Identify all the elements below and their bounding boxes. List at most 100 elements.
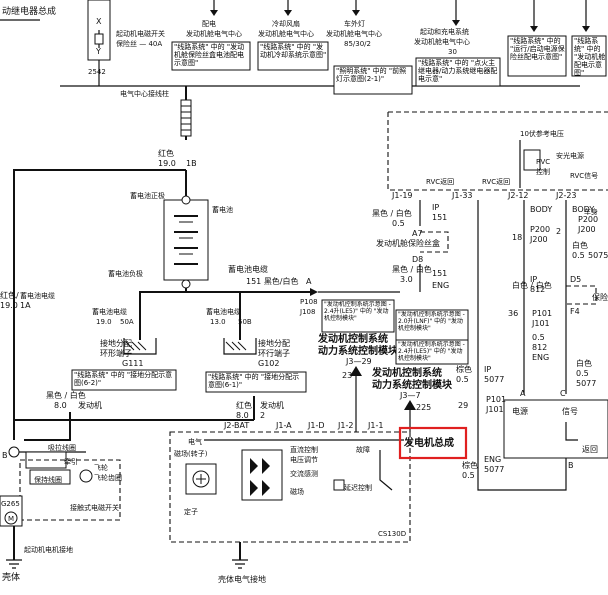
battery-wire-size: 19.0 — [158, 159, 176, 168]
bcm-eng2: ENG — [532, 353, 549, 362]
bcm-j101: J101 — [531, 319, 550, 328]
bcm-col2: 白色 / 白色 — [512, 280, 552, 290]
gen-model: CS130D — [378, 530, 406, 538]
left-edge-size: 19.0 — [0, 301, 18, 310]
svg-text:蓄电池电缆: 蓄电池电缆 — [92, 307, 127, 316]
motor-icon — [4, 511, 18, 525]
ecm-pin2-arrow — [404, 400, 416, 410]
top-ref-1-note: "线路系统" 中的 "发动机舱保险丝盒电池配电示意图" — [174, 43, 245, 67]
sensor-bottom-eng: ENG — [484, 455, 501, 464]
bcm-voltage: 10伏参考电压 — [520, 129, 564, 138]
sensor-size: 0.5 — [456, 375, 469, 384]
svg-text:牵引: 牵引 — [64, 457, 78, 466]
bcm-size3: 0.5 — [576, 369, 589, 378]
bcm-n36: 36 — [508, 309, 518, 318]
svg-text:接地分配: 接地分配 — [100, 338, 132, 348]
bcm-rvc-signal: RVC信号 — [570, 171, 598, 180]
starter-solenoid: 吸拉线圈 牵引 保持线圈 飞轮 飞轮齿圈 接触式电磁开关 — [19, 443, 122, 521]
sensor-box — [503, 399, 608, 459]
ecm-ref2: "发动机控制系统示意图 - 2.0升(LNF)" 中的 "发动机控制模块" — [398, 311, 465, 332]
bcm-f4: F4 — [570, 307, 580, 316]
bcm-n2: 2 — [556, 227, 561, 236]
neg-bus-mid — [200, 291, 241, 312]
top-ref-1: 配电 发动机舱电气中心 "线路系统" 中的 "发动机舱保险丝盒电池配电示意图" — [171, 0, 251, 71]
bcm-size1: 0.5 — [572, 251, 585, 260]
ecm-rvc-return1: RVC返回 — [426, 178, 454, 186]
ecm-ref-box2 — [395, 309, 469, 341]
gen-rectifier — [241, 449, 283, 501]
ecm-left-dash — [387, 112, 608, 191]
gen-j2-bat: J2-BAT — [223, 421, 249, 430]
ground-left: 蓄电池电缆 19.0 50A 接地分配 环形端子 G111 "线路系统" 中的 … — [71, 307, 177, 391]
gen-extend-box — [333, 479, 345, 491]
bcm-p101: P101 — [532, 309, 552, 318]
top-ref-6: "线路系统" 中的 "发动机舱配电示意图" — [571, 0, 607, 77]
gen-electrical: 电气 — [188, 437, 202, 446]
sensor-signal: 信号 — [562, 406, 578, 416]
gen-red: 红色 — [236, 400, 252, 410]
battery-body — [163, 199, 209, 281]
relay-fuse — [94, 33, 104, 45]
top-ref-2-note: "线路系统" 中的 "发动机冷却系统示意图" — [260, 43, 327, 59]
bcm-num3: 5077 — [576, 379, 596, 388]
svg-text:85/30/2: 85/30/2 — [344, 40, 371, 48]
sensor-c: C — [560, 389, 566, 398]
battery-label: 蓄电池 — [212, 205, 233, 214]
left-b-terminal — [8, 446, 20, 458]
gen-label: 发动机 — [260, 400, 284, 410]
header-title: 动继电器总成 — [2, 5, 56, 17]
gen-rotor: 磁场(转子) — [174, 449, 217, 495]
svg-text:飞轮: 飞轮 — [94, 463, 108, 472]
sensor-a: A — [520, 389, 526, 398]
svg-text:50B: 50B — [238, 318, 252, 326]
ecm-left-size: 0.5 — [392, 219, 405, 228]
ecm-rvc-return2: RVC返回 — [482, 178, 510, 186]
svg-text:吸拉线圈: 吸拉线圈 — [48, 443, 76, 452]
bcm-rvc-sub: 控制 — [536, 167, 550, 176]
sensor-n29: 29 — [458, 401, 468, 410]
bcm-j2-23: J2-23 — [555, 191, 577, 200]
gen-n2: 2 — [260, 411, 265, 420]
neg-bus-left — [139, 291, 186, 312]
left-edge-id: 1A — [20, 301, 31, 310]
bcm-security: 安光电源 — [556, 151, 584, 160]
top-ref-3: 车外灯 发动机舱电气中心 85/30/2 "照明系统" 中的 "前照灯示意图(2… — [326, 0, 413, 95]
left-edge-cable: 蓄电池电缆 — [20, 291, 55, 300]
sensor-power: 电源 — [512, 406, 528, 416]
gen-extend: 延迟控制 — [344, 483, 372, 492]
left-b-label: B — [2, 451, 8, 460]
bcm-j2-12: J2-12 — [507, 191, 529, 200]
battery-pos-label: 蓄电池正极 — [130, 191, 165, 200]
ground-right-ref: "线路系统" 中的 "接地分配示意图(6-1)" — [208, 373, 300, 389]
svg-text:保持线圈: 保持线圈 — [34, 475, 62, 484]
ecm-module2-line2: 动力系统控制模块 — [372, 378, 453, 391]
bcm-ip2: IP — [530, 275, 537, 284]
ecm-wire-23-label: 23 — [342, 371, 352, 380]
gen-j1-a: J1-A — [275, 421, 292, 430]
bcm-body1: BODY — [530, 205, 552, 214]
bcm-rvc-label: RVC — [536, 158, 550, 166]
ecm-module2-line1: 发动机控制系统 — [371, 366, 442, 379]
ecm-ref-box3 — [395, 339, 469, 365]
ground-right: 蓄电池电缆 13.0 50B 接地分配 环行端子 G102 "线路系统" 中的 … — [205, 307, 307, 393]
top-ref-3-note: "照明系统" 中的 "前照灯示意图(2-1)" — [336, 67, 407, 83]
sensor-return: 返回 — [582, 445, 598, 454]
num-2542: 2542 — [88, 68, 106, 76]
highlight-box — [398, 426, 468, 460]
left-edge-wire — [13, 169, 186, 440]
bcm-num2: 812 — [532, 343, 547, 352]
gen-fault: 故障 — [356, 445, 370, 454]
battery-wire-color: 红色 — [158, 148, 174, 158]
svg-text:车外灯: 车外灯 — [344, 19, 365, 28]
svg-text:G102: G102 — [258, 359, 279, 368]
svg-text:起动和充电系统: 起动和充电系统 — [420, 27, 469, 36]
svg-text:G111: G111 — [122, 359, 143, 368]
ecm-low-num: 151 — [432, 269, 447, 278]
sensor-return-wire — [477, 400, 567, 491]
battery-cells — [174, 215, 198, 265]
top-ref-4: 起动和充电系统 发动机舱电气中心 30 "线路系统" 中的 "点火主继电器/动力… — [414, 0, 501, 87]
ecm-wire-225-label: 225 — [416, 403, 431, 412]
bcm-body2: BODY — [572, 205, 594, 214]
